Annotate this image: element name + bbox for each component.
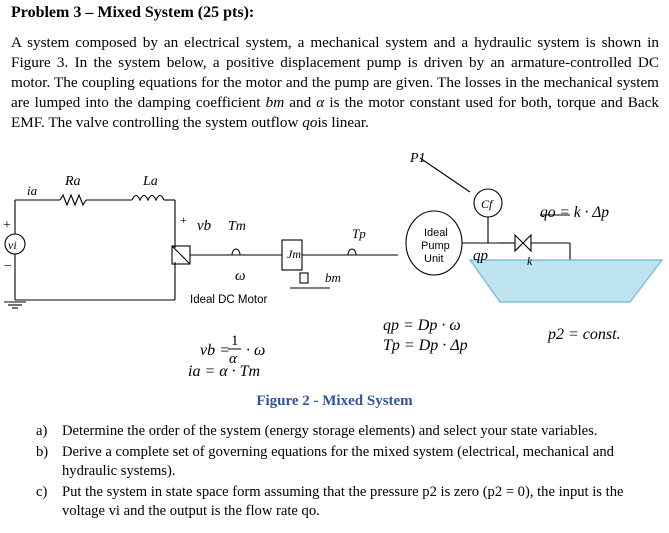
question-b: b) Derive a complete set of governing eq… (36, 443, 656, 482)
question-b-label: b) (36, 443, 49, 460)
question-c: c) Put the system in state space form as… (36, 483, 656, 522)
problem-title: Problem 3 – Mixed System (25 pts): (11, 4, 255, 21)
eq-qo: qo = k · Δp (540, 204, 609, 221)
valve-k (514, 233, 532, 253)
question-list: a) Determine the order of the system (en… (36, 422, 656, 523)
resistor-ra (59, 193, 87, 207)
pump-label-2: Pump (421, 240, 450, 252)
tank (468, 259, 664, 303)
label-jm: Jm (287, 247, 301, 261)
intro-part2: and (284, 94, 317, 111)
inductor-la (131, 194, 165, 202)
label-omega: ω (235, 268, 246, 284)
eq-qp: qp = Dp · ω (383, 317, 461, 334)
eq-vb-rhs: · ω (246, 342, 265, 359)
question-a-text: Determine the order of the system (energ… (62, 423, 598, 439)
intro-part4: is linear. (317, 114, 369, 131)
pump-label-1: Ideal (424, 227, 448, 239)
pump-label-3: Unit (424, 253, 444, 265)
label-plus: + (3, 218, 11, 233)
question-c-text: Put the system in state space form assum… (62, 483, 624, 520)
label-tm: Tm (228, 219, 246, 234)
question-c-label: c) (36, 483, 48, 500)
label-ra: Ra (64, 174, 81, 189)
problem-intro: A system composed by an electrical syste… (11, 33, 659, 133)
label-vb: vb (197, 218, 212, 234)
eq-p2: p2 = const. (547, 326, 621, 343)
label-la: La (142, 174, 158, 189)
eq-tp: Tp = Dp · Δp (383, 337, 468, 354)
label-bm: bm (325, 270, 341, 285)
label-minus: − (4, 259, 12, 274)
label-vi: vi (8, 238, 17, 252)
intro-alpha: α (316, 94, 325, 111)
p1-pointer (419, 157, 471, 193)
torque-arrow-tm (231, 248, 241, 256)
eq-vb-denominator: α (229, 351, 238, 367)
label-k: k (527, 254, 533, 268)
label-p1: P1 (409, 151, 426, 166)
question-a-label: a) (36, 423, 48, 439)
intro-part3: is the motor constant used for both, tor… (11, 94, 659, 131)
label-cf: Cf (481, 197, 494, 211)
intro-qo: qo (302, 114, 318, 131)
question-a: a) Determine the order of the system (en… (36, 422, 656, 442)
label-ia: ia (27, 183, 38, 198)
eq-vb-numerator: 1 (231, 333, 239, 349)
eq-ia: ia = α · Tm (188, 363, 260, 380)
question-b-text: Derive a complete set of governing equat… (62, 443, 614, 480)
mixed-system-figure: P1 Ra La ia + vi − + vb Tm Jm Tp ω bm Id… (3, 151, 664, 380)
label-plus-2: + (180, 213, 187, 227)
damper-bm (299, 272, 309, 284)
torque-arrow-tp (347, 248, 357, 256)
eq-vb-lhs: vb = (200, 342, 230, 359)
label-qp: qp (473, 248, 489, 264)
label-ideal-dc-motor: Ideal DC Motor (190, 294, 268, 306)
label-tp: Tp (352, 226, 366, 241)
figure-caption: Figure 2 - Mixed System (256, 393, 413, 409)
motor-diag (171, 245, 191, 265)
intro-part1: A system composed by an electrical syste… (11, 34, 659, 111)
intro-bm: bm (265, 94, 285, 111)
